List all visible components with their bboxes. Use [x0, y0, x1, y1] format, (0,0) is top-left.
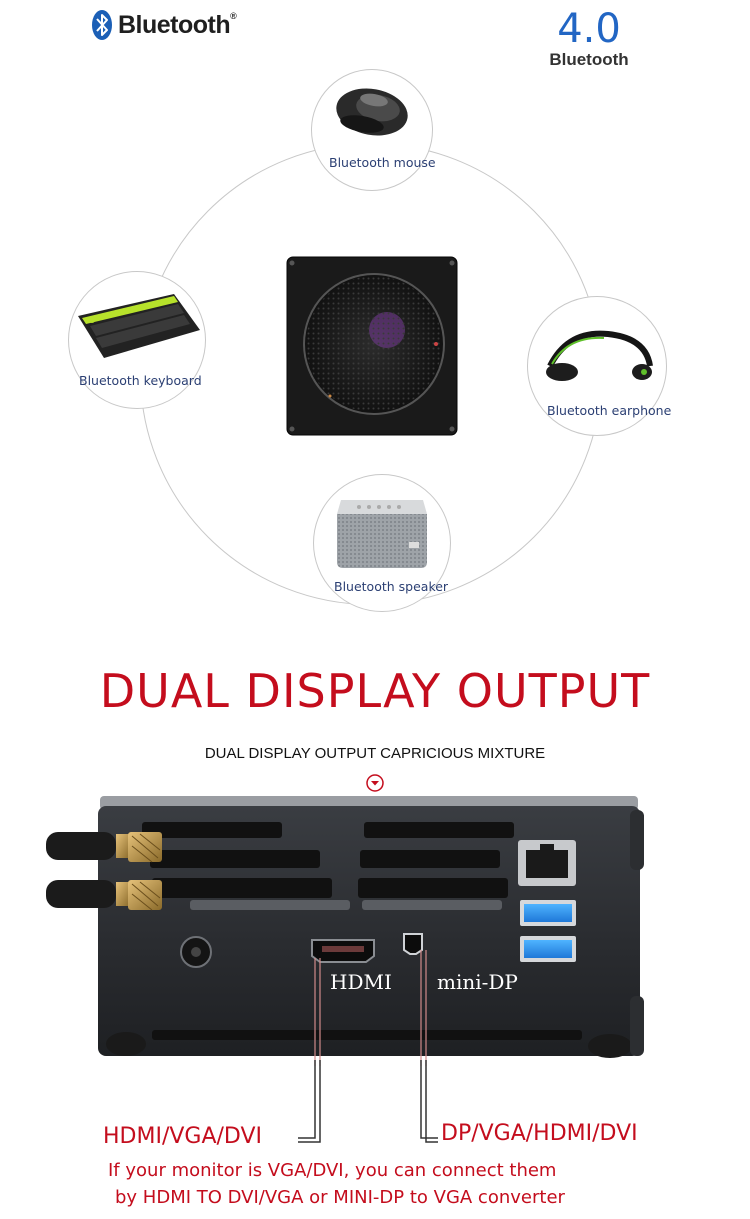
keyboard-label: Bluetooth keyboard [79, 373, 202, 388]
bluetooth-icon [92, 10, 112, 40]
speaker-image [337, 500, 427, 568]
converter-note-line2: by HDMI TO DVI/VGA or MINI-DP to VGA con… [115, 1187, 565, 1208]
earphone-image [546, 330, 653, 381]
converter-note-line1: If your monitor is VGA/DVI, you can conn… [108, 1160, 557, 1181]
mouse-label: Bluetooth mouse [329, 155, 436, 170]
keyboard-image [78, 294, 200, 358]
bluetooth-wordmark: Bluetooth® [118, 10, 237, 39]
headline: DUAL DISPLAY OUTPUT [99, 664, 651, 718]
chevron-down-icon [366, 774, 384, 792]
hdmi-port-label: HDMI [330, 970, 392, 994]
callout-lines [298, 1060, 438, 1143]
version-wordmark: Bluetooth [549, 50, 629, 69]
minidp-port-label: mini-DP [437, 970, 518, 994]
subheadline: DUAL DISPLAY OUTPUT CAPRICIOUS MIXTURE [204, 745, 546, 762]
bluetooth-4-logo: 4.0 Bluetooth [544, 6, 634, 70]
bluetooth-logo: Bluetooth® [92, 10, 237, 40]
rear-panel-image [40, 796, 644, 1146]
dp-compat-label: DP/VGA/HDMI/DVI [441, 1121, 638, 1146]
hdmi-compat-label: HDMI/VGA/DVI [103, 1124, 263, 1149]
speaker-label: Bluetooth speaker [334, 579, 449, 594]
earphone-label: Bluetooth earphone [547, 403, 672, 418]
mini-pc-image [286, 256, 458, 436]
version-number: 4.0 [557, 6, 621, 52]
mouse-image [336, 88, 408, 136]
